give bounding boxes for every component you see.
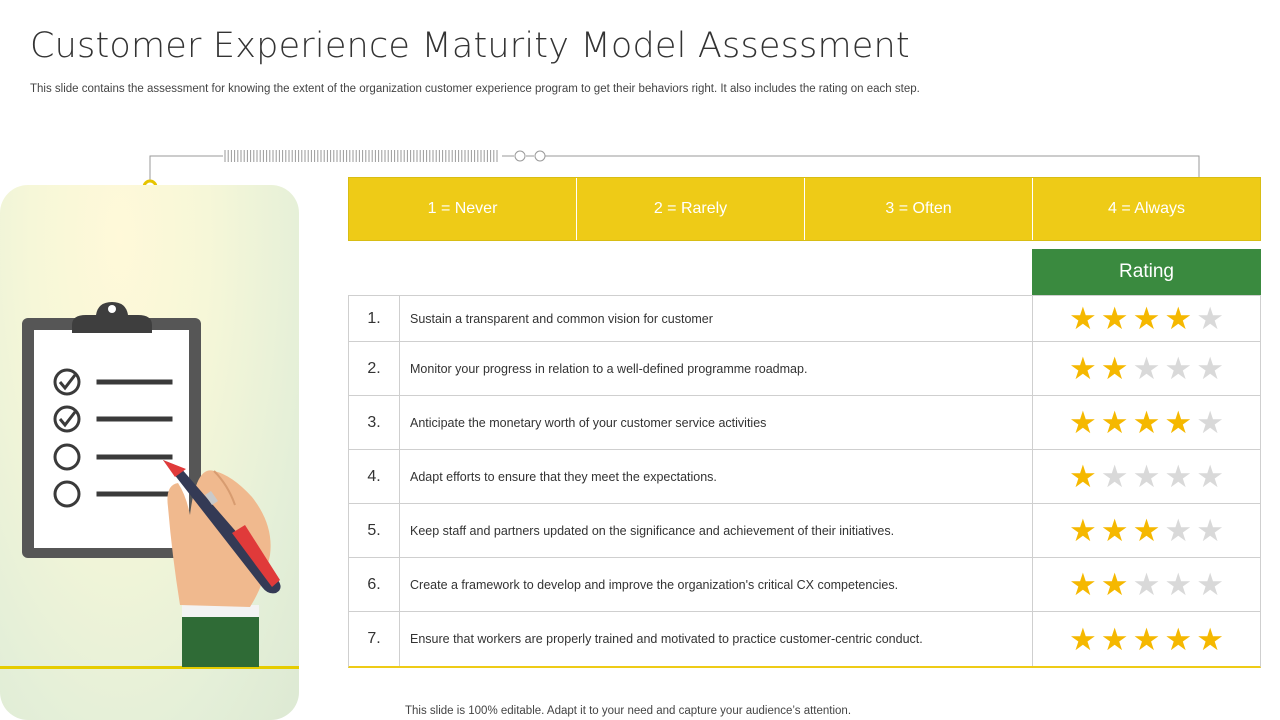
star-filled-icon: ★	[1069, 405, 1097, 440]
clipboard-illustration	[22, 302, 281, 667]
slide-title: Customer Experience Maturity Model Asses…	[30, 26, 910, 66]
table-row: 3. Anticipate the monetary worth of your…	[349, 396, 1260, 450]
star-rating: ★★★★★	[1033, 612, 1260, 666]
star-filled-icon: ★	[1069, 351, 1097, 386]
row-number: 1.	[349, 296, 400, 341]
star-empty-icon: ★	[1196, 301, 1224, 336]
star-filled-icon: ★	[1100, 405, 1129, 440]
star-empty-icon: ★	[1132, 567, 1161, 602]
row-number: 3.	[349, 396, 400, 449]
row-text: Ensure that workers are properly trained…	[400, 612, 1033, 666]
star-rating: ★★★★★	[1033, 296, 1260, 341]
star-rating: ★★★★★	[1033, 450, 1260, 503]
star-filled-icon: ★	[1164, 621, 1193, 657]
row-text: Monitor your progress in relation to a w…	[400, 342, 1033, 395]
row-number: 6.	[349, 558, 400, 611]
row-text: Create a framework to develop and improv…	[400, 558, 1033, 611]
scale-rarely: 2 = Rarely	[577, 178, 805, 240]
table-row: 7. Ensure that workers are properly trai…	[349, 612, 1260, 666]
illustration-baseline	[0, 666, 299, 669]
row-text: Anticipate the monetary worth of your cu…	[400, 396, 1033, 449]
table-row: 4. Adapt efforts to ensure that they mee…	[349, 450, 1260, 504]
scale-never: 1 = Never	[349, 178, 577, 240]
star-empty-icon: ★	[1196, 567, 1224, 602]
star-rating: ★★★★★	[1033, 558, 1260, 611]
star-filled-icon: ★	[1164, 405, 1193, 440]
slide-footer: This slide is 100% editable. Adapt it to…	[405, 705, 852, 717]
hand-icon	[167, 470, 271, 667]
star-filled-icon: ★	[1100, 351, 1129, 386]
star-filled-icon: ★	[1100, 513, 1129, 548]
star-filled-icon: ★	[1069, 301, 1097, 336]
star-filled-icon: ★	[1100, 301, 1129, 336]
star-filled-icon: ★	[1100, 567, 1129, 602]
row-text: Adapt efforts to ensure that they meet t…	[400, 450, 1033, 503]
star-empty-icon: ★	[1164, 459, 1193, 494]
star-empty-icon: ★	[1164, 513, 1193, 548]
table-row: 2. Monitor your progress in relation to …	[349, 342, 1260, 396]
table-row: 6. Create a framework to develop and imp…	[349, 558, 1260, 612]
connector-line	[142, 150, 1200, 195]
star-empty-icon: ★	[1132, 459, 1161, 494]
checkmark-icon	[53, 368, 81, 508]
slide-subtitle: This slide contains the assessment for k…	[30, 83, 920, 95]
table-row: 5. Keep staff and partners updated on th…	[349, 504, 1260, 558]
row-number: 2.	[349, 342, 400, 395]
scale-often: 3 = Often	[805, 178, 1033, 240]
row-text: Keep staff and partners updated on the s…	[400, 504, 1033, 557]
star-filled-icon: ★	[1132, 301, 1161, 336]
star-rating: ★★★★★	[1033, 396, 1260, 449]
star-filled-icon: ★	[1069, 513, 1097, 548]
star-filled-icon: ★	[1164, 301, 1193, 336]
star-empty-icon: ★	[1196, 513, 1224, 548]
row-number: 7.	[349, 612, 400, 666]
table-row: 1. Sustain a transparent and common visi…	[349, 296, 1260, 342]
star-empty-icon: ★	[1196, 405, 1224, 440]
star-filled-icon: ★	[1069, 567, 1097, 602]
row-number: 5.	[349, 504, 400, 557]
star-rating: ★★★★★	[1033, 504, 1260, 557]
rating-header: Rating	[1032, 249, 1261, 295]
assessment-table: 1. Sustain a transparent and common visi…	[348, 295, 1261, 668]
star-filled-icon: ★	[1132, 513, 1161, 548]
star-filled-icon: ★	[1132, 405, 1161, 440]
star-filled-icon: ★	[1069, 621, 1097, 657]
star-empty-icon: ★	[1100, 459, 1129, 494]
star-empty-icon: ★	[1164, 567, 1193, 602]
star-empty-icon: ★	[1132, 351, 1161, 386]
star-filled-icon: ★	[1196, 621, 1224, 657]
row-text: Sustain a transparent and common vision …	[400, 296, 1033, 341]
scale-header: 1 = Never 2 = Rarely 3 = Often 4 = Alway…	[348, 177, 1261, 241]
star-empty-icon: ★	[1164, 351, 1193, 386]
star-rating: ★★★★★	[1033, 342, 1260, 395]
star-filled-icon: ★	[1100, 621, 1129, 657]
clipboard-icon	[22, 302, 201, 558]
star-filled-icon: ★	[1069, 459, 1097, 494]
star-empty-icon: ★	[1196, 459, 1224, 494]
pen-icon	[163, 460, 281, 594]
star-empty-icon: ★	[1196, 351, 1224, 386]
row-number: 4.	[349, 450, 400, 503]
scale-always: 4 = Always	[1108, 200, 1185, 217]
star-filled-icon: ★	[1132, 621, 1161, 657]
